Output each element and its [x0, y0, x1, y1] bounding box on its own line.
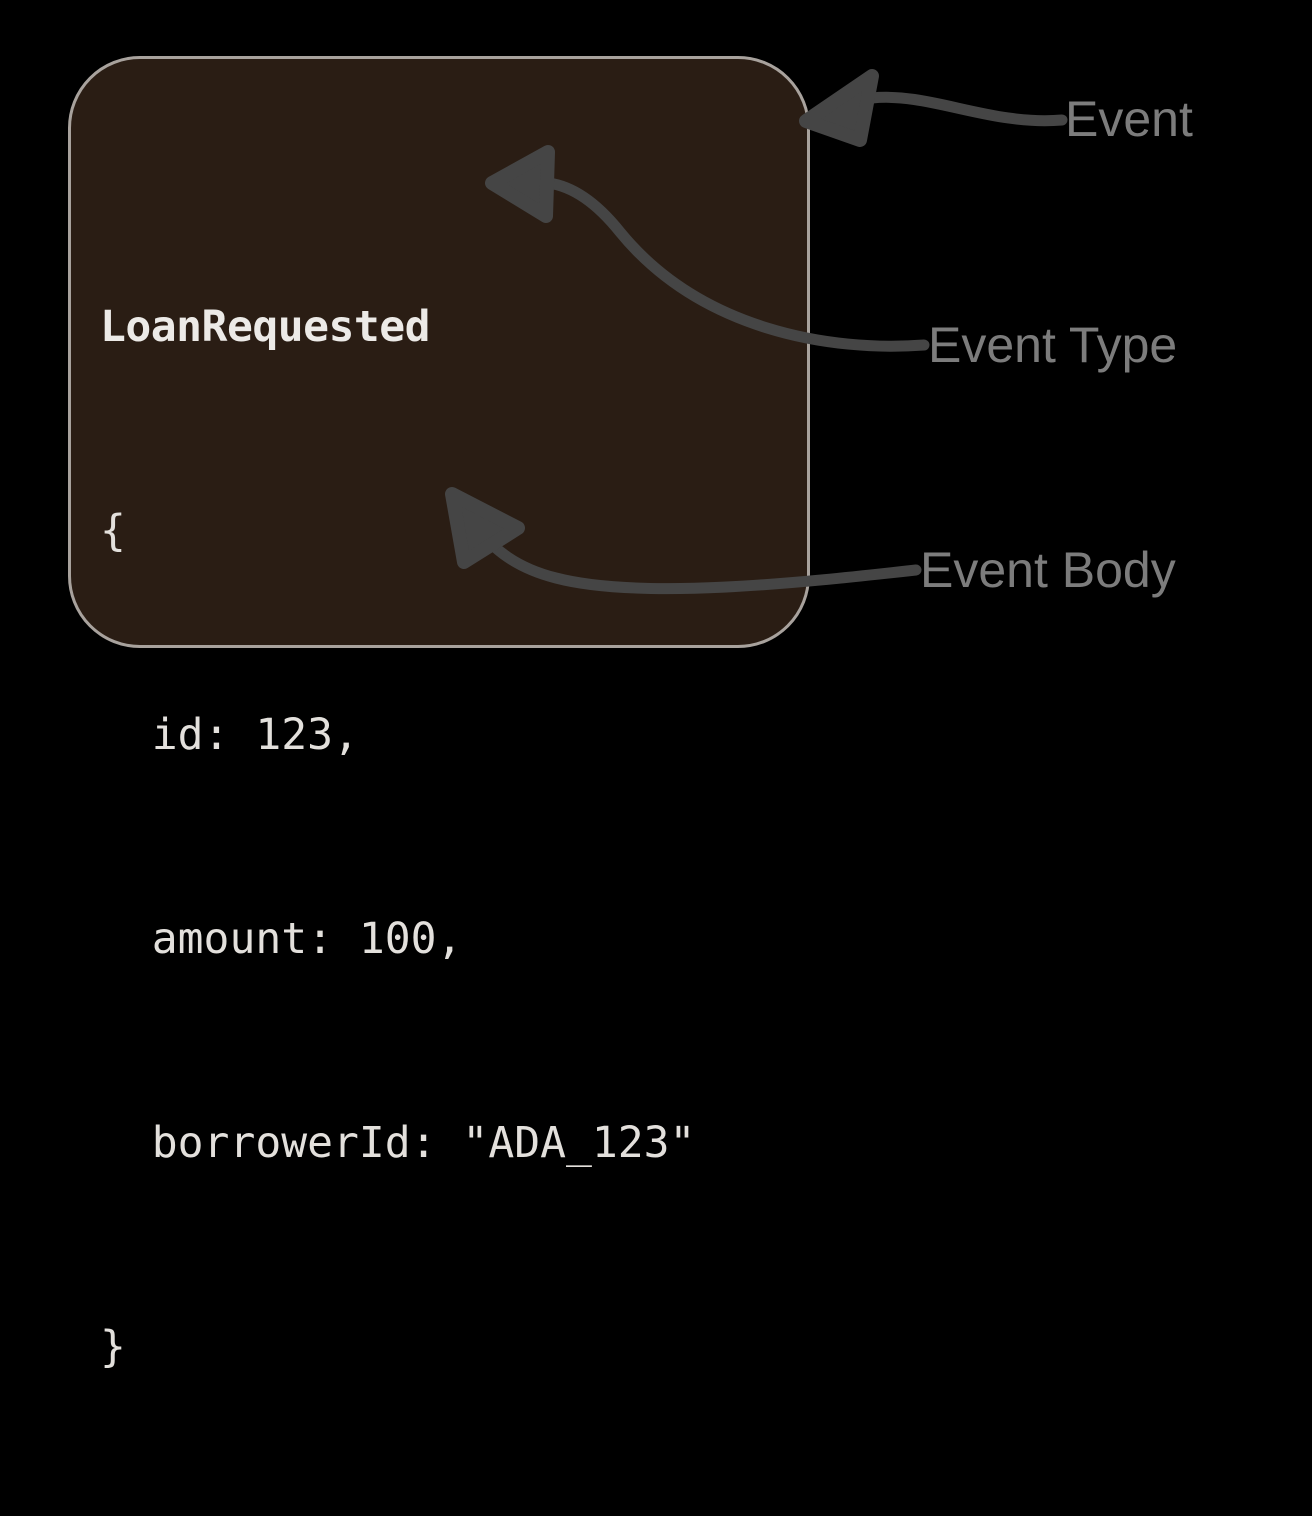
json-open-brace: {: [100, 506, 126, 556]
diagram-canvas: LoanRequested { id: 123, amount: 100, bo…: [68, 56, 1193, 1372]
json-field-borrower-id: borrowerId: "ADA_123": [100, 1118, 696, 1168]
annotation-label-event-body: Event Body: [920, 542, 1176, 598]
annotation-label-event-type: Event Type: [928, 317, 1178, 373]
json-field-id: id: 123,: [100, 710, 359, 760]
json-field-amount: amount: 100,: [100, 914, 463, 964]
json-close-brace: }: [100, 1322, 126, 1372]
event-arrow: [799, 69, 1068, 147]
event-type-text: LoanRequested: [100, 302, 431, 352]
annotation-label-event: Event: [1065, 91, 1193, 147]
event-card: LoanRequested { id: 123, amount: 100, bo…: [68, 56, 810, 1372]
event-code-block: LoanRequested { id: 123, amount: 100, bo…: [100, 157, 695, 1516]
